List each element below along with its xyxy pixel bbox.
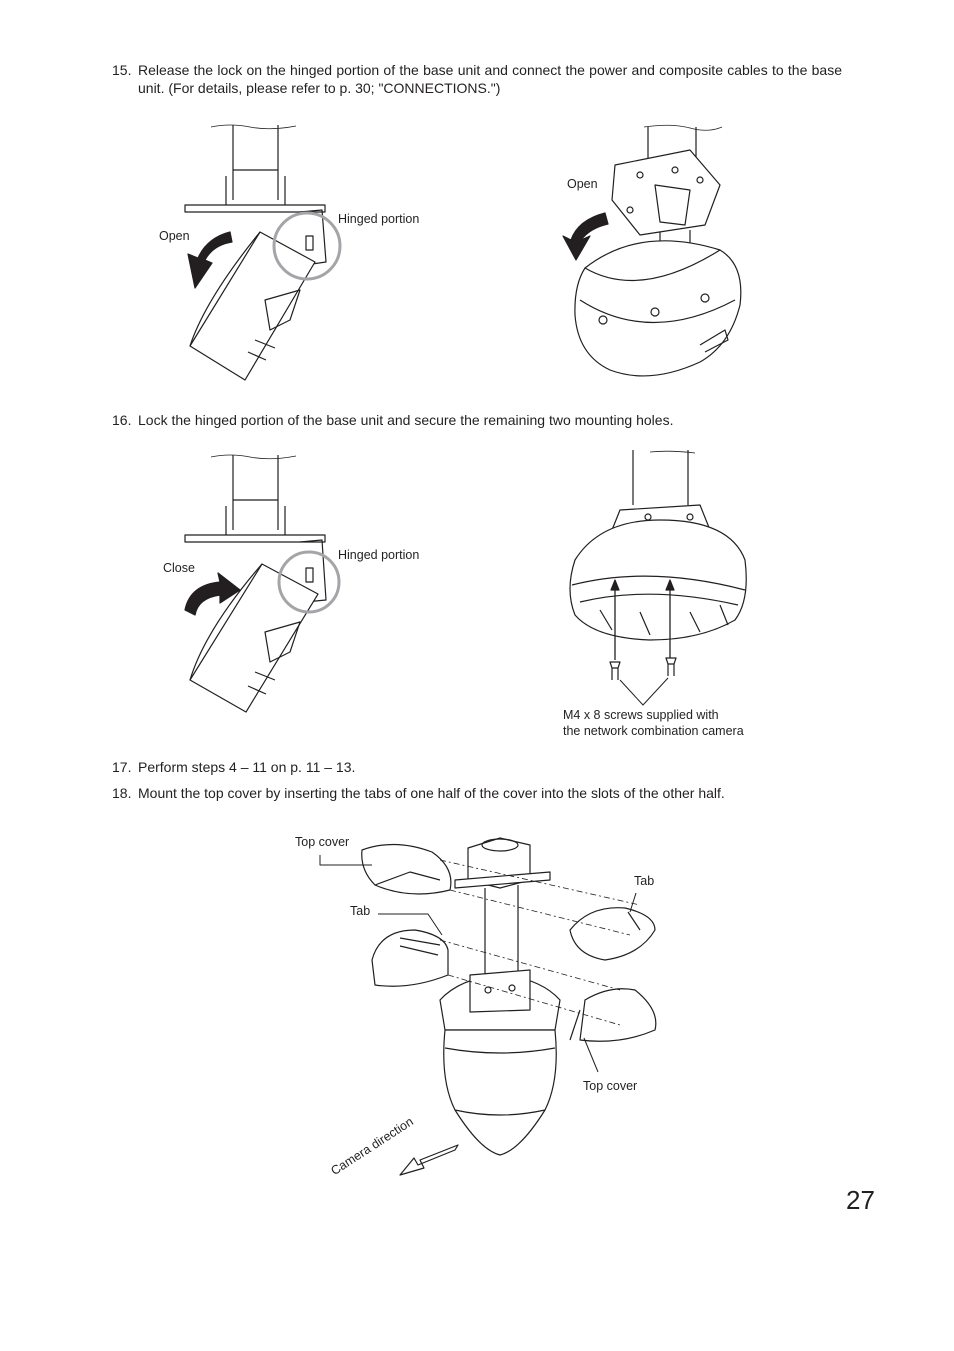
fig16-close-label: Close xyxy=(163,561,195,575)
fig18-top-cover-label-2: Top cover xyxy=(583,1079,638,1093)
step-18: 18. Mount the top cover by inserting the… xyxy=(112,784,842,802)
step-text: Mount the top cover by inserting the tab… xyxy=(138,785,725,801)
fig15-right-open-label: Open xyxy=(567,177,598,191)
fig16-left-diagram xyxy=(184,454,341,713)
fig16-right-diagram xyxy=(569,450,747,706)
step-text: Perform steps 4 – 11 on p. 11 – 13. xyxy=(138,759,356,775)
fig18-tab-left-label: Tab xyxy=(350,904,371,918)
fig15-right-diagram xyxy=(562,124,742,377)
fig18-tab-right-label: Tab xyxy=(634,874,655,888)
fig18-top-cover-label: Top cover xyxy=(295,835,350,849)
step-number: 18. xyxy=(112,785,132,801)
fig18-diagram xyxy=(319,837,657,1176)
screws-caption-line1: M4 x 8 screws supplied with xyxy=(563,708,719,722)
step-number: 16. xyxy=(112,412,132,428)
step-16: 16. Lock the hinged portion of the base … xyxy=(112,411,842,429)
fig15-left-diagram xyxy=(184,124,342,381)
fig15-hinged-portion-label: Hinged portion xyxy=(338,212,420,226)
step-15: 15. Release the lock on the hinged porti… xyxy=(112,61,842,97)
fig16-screws-caption: M4 x 8 screws supplied with the network … xyxy=(563,707,744,739)
step-text: Lock the hinged portion of the base unit… xyxy=(138,412,674,428)
screws-caption-line2: the network combination camera xyxy=(563,724,744,738)
step-number: 17. xyxy=(112,759,132,775)
fig16-hinged-portion-label: Hinged portion xyxy=(338,548,420,562)
fig15-open-label: Open xyxy=(159,229,190,243)
step-text: Release the lock on the hinged portion o… xyxy=(138,62,842,96)
page-number: 27 xyxy=(846,1185,875,1215)
step-number: 15. xyxy=(112,62,132,78)
step-17: 17. Perform steps 4 – 11 on p. 11 – 13. xyxy=(112,758,842,776)
